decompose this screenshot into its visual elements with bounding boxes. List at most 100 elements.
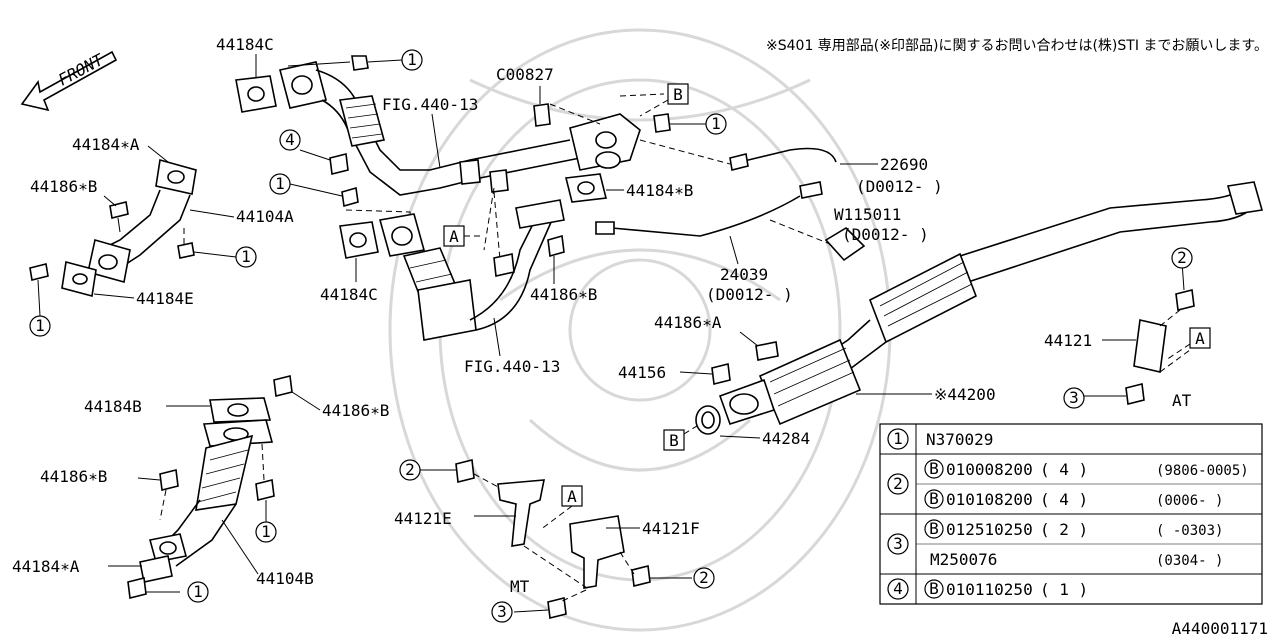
svg-text:A: A [449, 227, 459, 246]
legend-table: 1 2 3 4 B B B B N370029 010008200 ( 4 ) … [879, 423, 1263, 605]
label-mt: MT [510, 577, 530, 596]
label-44200: ※44200 [934, 385, 996, 404]
legend-qty-2a: ( 4 ) [1040, 460, 1088, 479]
nut-left [29, 263, 49, 281]
center-exhaust-pipe [695, 181, 1264, 435]
nut-c00827 [533, 103, 551, 127]
nut-low-right [255, 479, 275, 501]
ref-key-1: 1 [401, 49, 423, 71]
legend-part-3b: M250076 [930, 550, 997, 569]
ref-key-markers: 1 1 4 1 1 1 2 3 1 1 2 2 3 [29, 49, 1193, 623]
label-44184c-mid: 44184C [320, 285, 378, 304]
ref-key-4: 4 [279, 129, 301, 151]
svg-text:1: 1 [241, 247, 251, 266]
legend-period-2b: (0006- ) [1156, 493, 1223, 509]
legend-key-1: 1 [887, 428, 909, 450]
legend-key-3: 3 [887, 533, 909, 555]
svg-text:3: 3 [1069, 388, 1079, 407]
bolt-44186b-low1 [273, 375, 293, 397]
bolt-44186b-mid [547, 234, 565, 258]
spring-44156 [711, 363, 731, 385]
legend-part-4: 010110250 [946, 580, 1033, 599]
label-44121f: 44121F [642, 519, 700, 538]
label-w115011-date: (D0012- ) [842, 225, 929, 244]
ref-key-1: 1 [235, 246, 257, 268]
ref-key-3: 3 [491, 601, 513, 623]
label-44104a: 44104A [236, 207, 294, 226]
ref-letter-b: B [663, 429, 685, 451]
bolt-2-at [1175, 289, 1195, 311]
label-44186b-mid: 44186∗B [530, 285, 597, 304]
bracket-44121e [497, 479, 545, 547]
left-manifold-group [29, 158, 197, 298]
ref-key-1: 1 [187, 581, 209, 603]
ref-letter-a: A [561, 485, 583, 507]
svg-text:B: B [929, 519, 939, 538]
svg-text:B: B [669, 431, 679, 450]
ref-letter-b: B [667, 83, 689, 105]
bolt-44186b-left [109, 201, 129, 219]
svg-text:4: 4 [893, 579, 903, 598]
svg-text:B: B [929, 459, 939, 478]
label-44184c-top: 44184C [216, 35, 274, 54]
ref-key-2: 2 [693, 567, 715, 589]
legend-period-2a: (9806-0005) [1156, 463, 1249, 479]
mt-bracket-group [455, 459, 651, 619]
legend-qty-2b: ( 4 ) [1040, 490, 1088, 509]
label-44186b-low2: 44186∗B [40, 467, 107, 486]
label-44184b-mid: 44184∗B [626, 181, 693, 200]
svg-text:1: 1 [893, 429, 903, 448]
label-at: AT [1172, 391, 1192, 410]
legend-key-4: 4 [887, 578, 909, 600]
legend-qty-4: ( 1 ) [1040, 580, 1088, 599]
svg-text:4: 4 [285, 130, 295, 149]
svg-text:B: B [929, 579, 939, 598]
heat-shield-low [195, 434, 254, 511]
legend-period-3b: (0304- ) [1156, 553, 1223, 569]
bolt-2-mt [455, 459, 475, 483]
svg-text:1: 1 [275, 174, 285, 193]
label-44184e: 44184E [136, 289, 194, 308]
svg-text:2: 2 [893, 474, 903, 493]
svg-text:B: B [673, 85, 683, 104]
ref-key-1: 1 [705, 113, 727, 135]
flange-mid [515, 199, 565, 229]
nut-left-2 [177, 242, 195, 259]
label-44184a-low: 44184∗A [12, 557, 80, 576]
label-44184b-low: 44184B [84, 397, 142, 416]
label-fig-bottom: FIG.440-13 [464, 357, 560, 376]
svg-text:3: 3 [893, 534, 903, 553]
ref-key-2: 2 [399, 459, 421, 481]
svg-text:1: 1 [261, 522, 271, 541]
legend-qty-3a: ( 2 ) [1040, 520, 1088, 539]
svg-text:2: 2 [699, 568, 709, 587]
svg-text:A: A [567, 487, 577, 506]
label-44104b: 44104B [256, 569, 314, 588]
svg-text:1: 1 [35, 316, 45, 335]
sti-note: ※S401 専用部品(※印部品)に関するお問い合わせは(株)STI までお願いし… [766, 38, 1268, 54]
badge-b: B [924, 519, 944, 539]
legend-part-2a: 010008200 [946, 460, 1033, 479]
label-44184a-left: 44184∗A [72, 135, 140, 154]
label-44121e: 44121E [394, 509, 452, 528]
svg-text:2: 2 [1177, 248, 1187, 267]
legend-period-3a: ( -0303) [1156, 523, 1223, 539]
label-w115011: W115011 [834, 205, 901, 224]
label-22690: 22690 [880, 155, 928, 174]
oxygen-sensors [595, 139, 866, 262]
label-fig-top: FIG.440-13 [382, 95, 478, 114]
label-24039-date: (D0012- ) [706, 285, 793, 304]
heat-shield-top [338, 95, 386, 147]
lower-manifold-group [127, 375, 293, 599]
front-label: FRONT [55, 50, 108, 90]
ref-key-3: 3 [1063, 387, 1085, 409]
gasket-44184a-low [139, 555, 173, 583]
ref-letter-a: A [443, 225, 465, 247]
ref-letter-a: A [1189, 327, 1211, 349]
label-44284: 44284 [762, 429, 810, 448]
nut-right-top [653, 113, 671, 133]
diagram-id: A440001171 [1172, 619, 1268, 638]
bolt-2-mt-b [631, 565, 651, 587]
nut-1b [341, 186, 359, 208]
